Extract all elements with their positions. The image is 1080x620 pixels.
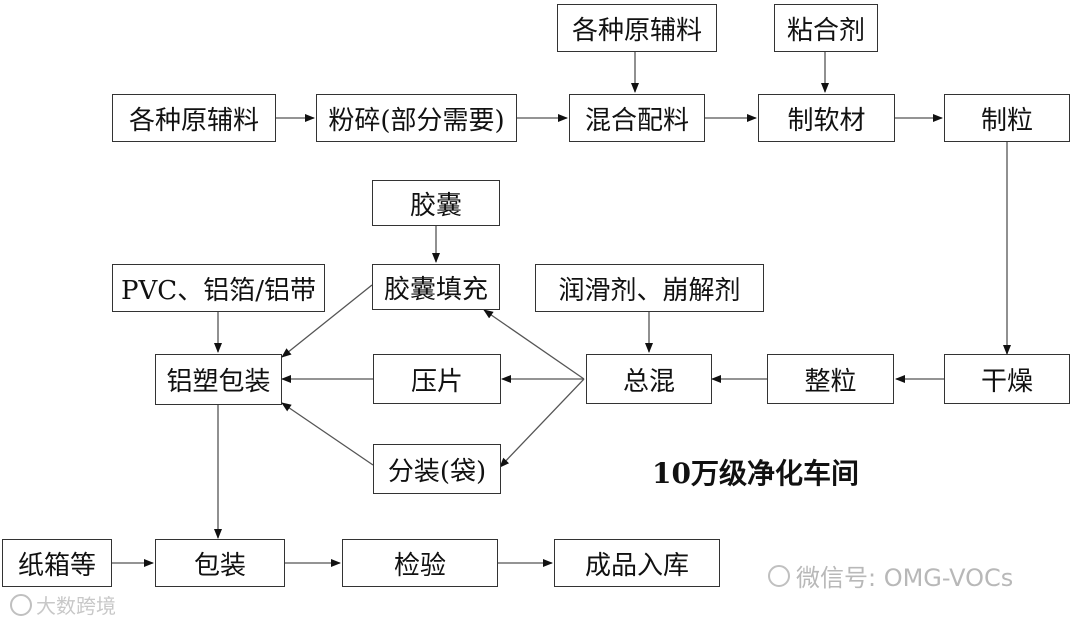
arrow-finalmixing-to-bagging [499,378,585,468]
box-label: 成品入库 [584,550,689,581]
box-crushing: 粉碎(部分需要) [316,94,517,142]
box-label: 制软材 [787,105,866,136]
box-label: 干燥 [980,366,1033,397]
box-tableting: 压片 [373,354,501,404]
brand-watermark-text: 大数跨境 [36,594,116,618]
box-label: 各种原辅料 [128,105,259,136]
box-sizing: 整粒 [767,354,894,404]
box-label: 分装(袋) [387,456,487,487]
box-label: 铝塑包装 [166,367,271,397]
box-label: 润滑剂、崩解剂 [558,275,741,306]
box-capsule: 胶囊 [372,180,500,226]
box-lubricant: 润滑剂、崩解剂 [535,264,764,312]
box-warehousing: 成品入库 [554,539,720,587]
brand-logo-icon [10,593,32,616]
box-packing: 包装 [155,539,285,587]
box-bagging: 分装(袋) [373,444,501,494]
box-label: 各种原辅料 [571,15,702,46]
box-label: PVC、铝箔/铝带 [121,275,316,306]
arrow-finalmixing-to-capsulefilling [483,309,585,380]
box-label: 包装 [193,550,246,581]
box-inspection: 检验 [342,539,498,587]
box-binder: 粘合剂 [774,4,878,52]
brand-watermark: 大数跨境 [10,590,116,619]
cleanroom-label: 10万级净化车间 [652,457,859,490]
box-soft-material: 制软材 [758,94,895,142]
box-label: 混合配料 [584,105,689,136]
box-raw-materials: 各种原辅料 [112,94,276,142]
box-label: 纸箱等 [17,550,96,581]
box-capsule-filling: 胶囊填充 [372,264,500,310]
box-drying: 干燥 [944,354,1070,404]
box-label: 粘合剂 [786,15,865,46]
box-label: 压片 [410,366,463,397]
box-label: 检验 [393,550,446,581]
box-granulation: 制粒 [944,94,1070,142]
box-packaging-material: PVC、铝箔/铝带 [112,264,325,312]
box-label: 整粒 [804,366,857,397]
wechat-watermark-text: 微信号: OMG-VOCs [796,564,1014,592]
box-label: 粉碎(部分需要) [328,105,505,136]
box-final-mixing: 总混 [586,354,712,404]
box-carton: 纸箱等 [2,539,112,587]
box-mixing: 混合配料 [569,94,705,142]
box-label: 总混 [622,366,675,397]
wechat-icon [768,564,790,587]
wechat-watermark: 微信号: OMG-VOCs [768,558,1013,593]
arrow-capsulefilling-to-blister [281,284,373,358]
box-label: 胶囊 [409,190,462,221]
box-label: 制粒 [980,105,1033,136]
box-label: 胶囊填充 [383,274,488,305]
box-raw-materials-top: 各种原辅料 [557,4,717,52]
arrow-bagging-to-blister [281,402,374,466]
box-blister-packaging: 铝塑包装 [155,354,282,405]
